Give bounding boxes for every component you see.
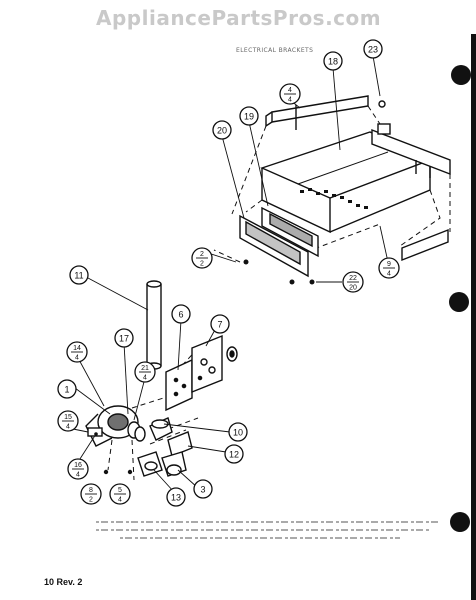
- fraction-numerator: 14: [73, 345, 81, 352]
- callout-label: 18: [328, 57, 338, 67]
- fraction-denominator: 4: [387, 271, 391, 278]
- callout-label: 10: [233, 428, 243, 438]
- callout-23: 23: [363, 39, 383, 59]
- callout-label: 1: [64, 385, 69, 395]
- fraction-denominator: 4: [76, 472, 80, 479]
- callout-label: 12: [229, 450, 239, 460]
- callout-label: 3: [200, 485, 205, 495]
- callout-7: 7: [210, 314, 230, 334]
- callout-label: 17: [119, 334, 129, 344]
- lower-right-bracket: [401, 228, 449, 262]
- callout-10: 10: [228, 422, 248, 442]
- fraction-callout-2-2: 22: [191, 247, 213, 269]
- fraction-callout-15-4: 154: [57, 410, 79, 432]
- callout-11: 11: [69, 265, 89, 285]
- mounting-plate-large: [191, 334, 223, 394]
- fraction-denominator: 4: [143, 375, 147, 382]
- callout-label: 19: [244, 112, 254, 122]
- callout-1: 1: [57, 379, 77, 399]
- screw-set: [243, 100, 386, 285]
- fraction-callout-8-2: 82: [80, 483, 102, 505]
- fraction-numerator: 5: [118, 487, 122, 494]
- hose-coupling: [137, 451, 163, 477]
- callout-label: 7: [217, 320, 222, 330]
- fraction-numerator: 15: [64, 414, 72, 421]
- callout-17: 17: [114, 328, 134, 348]
- fraction-callout-21-4: 214: [134, 361, 156, 383]
- fraction-callout-9-4: 94: [378, 257, 400, 279]
- callout-label: 11: [74, 271, 83, 281]
- fraction-numerator: 2: [200, 251, 204, 258]
- fraction-numerator: 22: [349, 275, 357, 282]
- gasket-frame: [261, 206, 319, 258]
- site-watermark: AppliancePartsPros.com: [96, 6, 382, 30]
- elbow-fitting-upper: [149, 417, 173, 441]
- scan-noise: [96, 521, 440, 539]
- page-revision-code: 10 Rev. 2: [44, 577, 83, 587]
- fraction-denominator: 4: [288, 97, 292, 104]
- grommet: [226, 346, 238, 362]
- fraction-callout-4-4: 44: [279, 83, 301, 105]
- fraction-callout-16-4: 164: [67, 458, 89, 480]
- callout-20: 20: [212, 120, 232, 140]
- callout-18: 18: [323, 51, 343, 71]
- fraction-denominator: 2: [200, 261, 204, 268]
- top-rear-rail: [265, 95, 369, 130]
- fraction-callout-5-4: 54: [109, 483, 131, 505]
- fraction-numerator: 21: [141, 365, 149, 372]
- fraction-callout-14-4: 144: [66, 341, 88, 363]
- binder-hole-top: [451, 65, 471, 85]
- callout-12: 12: [224, 444, 244, 464]
- callout-13: 13: [166, 487, 186, 507]
- fraction-denominator: 4: [118, 497, 122, 504]
- small-washers: [94, 432, 133, 475]
- mounting-plate-small: [165, 358, 193, 412]
- front-cover-panel: [239, 214, 309, 278]
- fraction-denominator: 20: [349, 285, 357, 292]
- callout-label: 23: [368, 45, 378, 55]
- callout-19: 19: [239, 106, 259, 126]
- callout-label: 6: [178, 310, 183, 320]
- leader-lines: [67, 55, 389, 493]
- page-edge: [471, 34, 476, 600]
- callout-3: 3: [193, 479, 213, 499]
- fraction-numerator: 9: [387, 261, 391, 268]
- elbow-fitting-middle: [167, 431, 193, 457]
- binder-hole-middle: [449, 292, 469, 312]
- callout-label: 13: [171, 493, 181, 503]
- callout-6: 6: [171, 304, 191, 324]
- fraction-numerator: 4: [288, 87, 292, 94]
- fraction-denominator: 4: [75, 355, 79, 362]
- binder-hole-bottom: [450, 512, 470, 532]
- fraction-denominator: 4: [66, 424, 70, 431]
- vertical-tube: [146, 280, 162, 370]
- elbow-fitting-lower: [161, 451, 187, 477]
- section-heading: ELECTRICAL BRACKETS: [236, 47, 314, 54]
- fraction-numerator: 16: [74, 462, 82, 469]
- fraction-denominator: 2: [89, 497, 93, 504]
- fraction-numerator: 8: [89, 487, 93, 494]
- callout-label: 20: [217, 126, 227, 136]
